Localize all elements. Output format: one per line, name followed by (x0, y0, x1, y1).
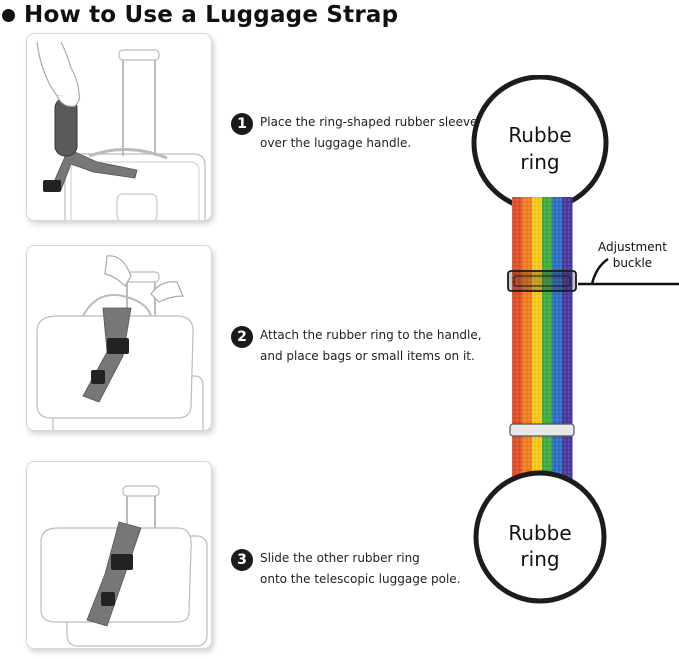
telescopic-pole-illustration (40, 485, 208, 647)
callout-line-2: buckle (612, 256, 653, 270)
top-ring-label-line-2: ring (520, 150, 559, 174)
step-1-instruction: 1 Place the ring-shaped rubber sleeve ov… (231, 112, 477, 154)
step-3-line-1: Slide the other rubber ring (260, 551, 420, 565)
step-3-instruction: 3 Slide the other rubber ring onto the t… (231, 548, 461, 590)
page-title: How to Use a Luggage Strap (24, 2, 399, 28)
step-number-badge: 1 (231, 113, 253, 135)
bottom-ring-label-line-2: ring (520, 547, 559, 571)
top-ring-label-line-1: Rubbe (508, 123, 571, 147)
step-3-illustration (26, 461, 212, 649)
metal-slider (509, 423, 575, 437)
bottom-rubber-ring (473, 470, 607, 604)
step-1-line-1: Place the ring-shaped rubber sleeve (260, 115, 478, 129)
step-2-illustration (26, 245, 212, 431)
luggage-strap-diagram: Rubbe ring Rubbe ring (471, 75, 679, 604)
bag-attach-illustration (36, 255, 204, 430)
step-3-line-2: onto the telescopic luggage pole. (260, 572, 461, 586)
step-3-text: Slide the other rubber ring onto the tel… (260, 548, 461, 590)
step-2-line-1: Attach the rubber ring to the handle, (260, 328, 482, 342)
step-number-badge: 3 (231, 549, 253, 571)
step-1-illustration (26, 33, 212, 221)
luggage-handle-illustration (36, 41, 206, 220)
bottom-ring-label-line-1: Rubbe (508, 521, 571, 545)
callout-line-1: Adjustment (598, 240, 667, 254)
title-bullet (2, 8, 15, 22)
step-1-text: Place the ring-shaped rubber sleeve over… (260, 112, 477, 154)
step-2-instruction: 2 Attach the rubber ring to the handle, … (231, 325, 482, 367)
adjustment-buckle (507, 270, 577, 292)
step-2-text: Attach the rubber ring to the handle, an… (260, 325, 482, 367)
step-number-badge: 2 (231, 326, 253, 348)
page-header: How to Use a Luggage Strap (2, 0, 398, 30)
step-2-line-2: and place bags or small items on it. (260, 349, 475, 363)
step-1-line-2: over the luggage handle. (260, 136, 412, 150)
adjustment-buckle-callout: Adjustment buckle (598, 239, 667, 271)
